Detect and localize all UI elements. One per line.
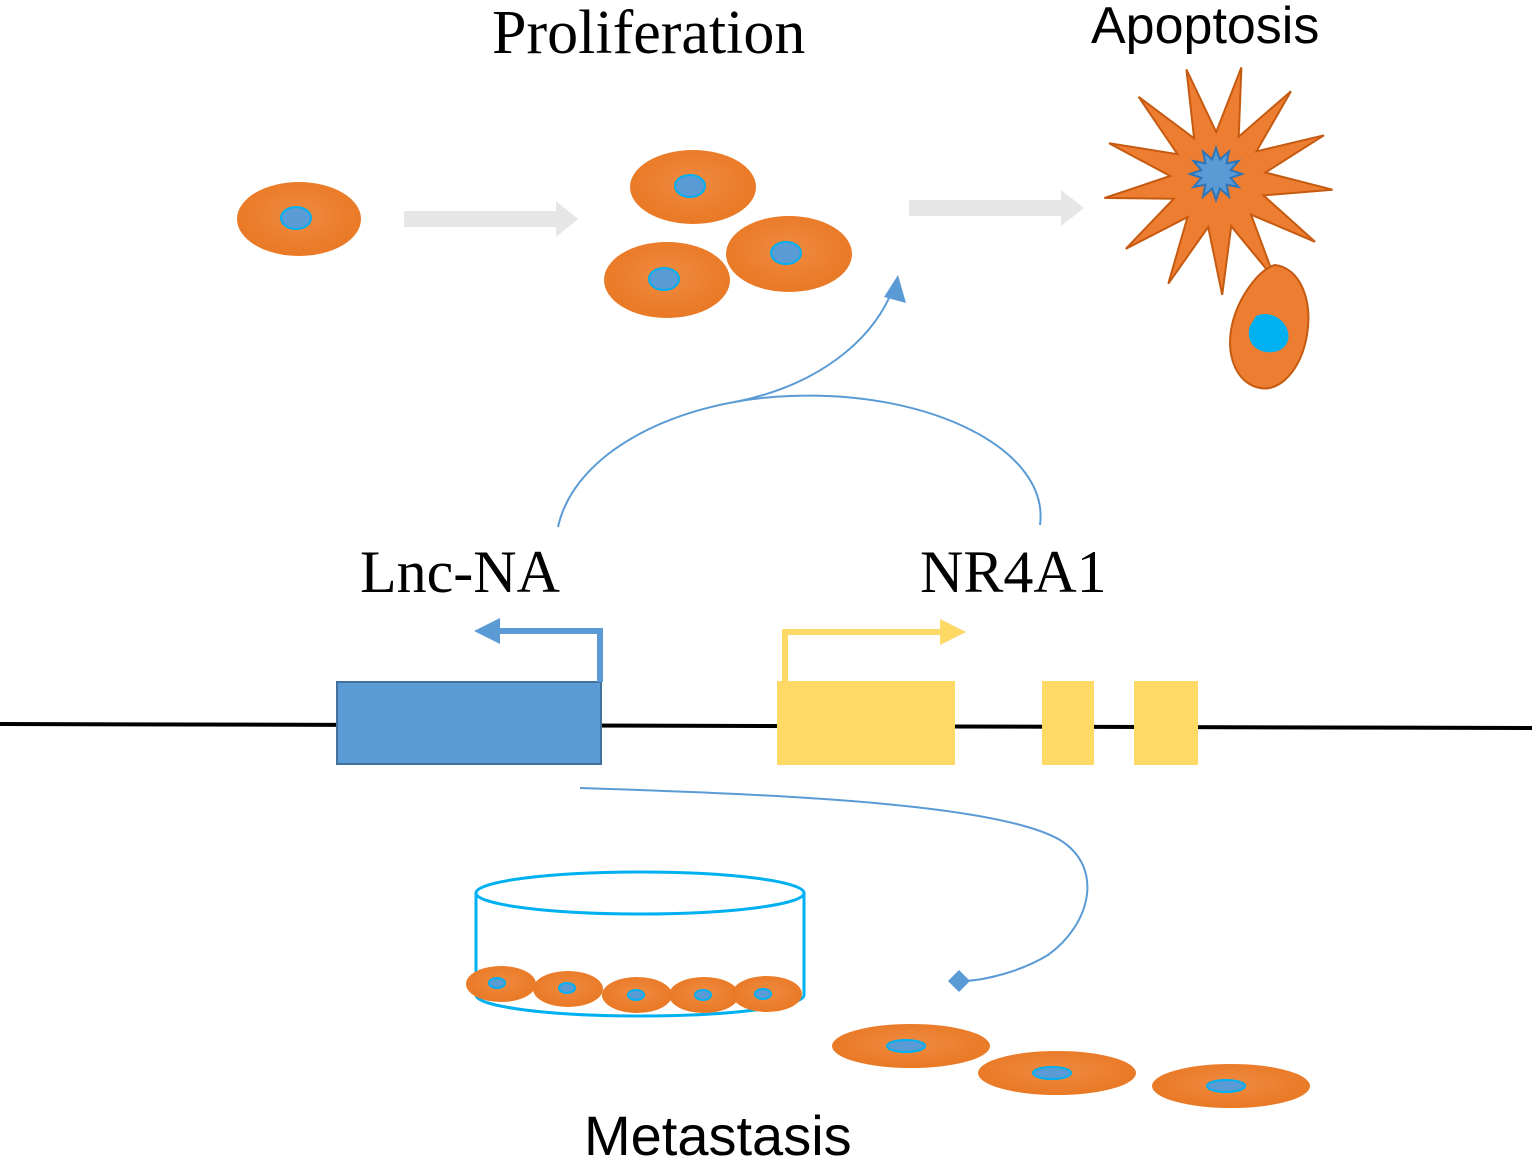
apoptotic-cell-teardrop (1229, 263, 1310, 390)
proliferation-label: Proliferation (492, 0, 806, 67)
flow-arrow-2 (909, 190, 1084, 226)
regulation-arc-metastasis (579, 787, 1089, 992)
lnc-na-gene (336, 681, 602, 765)
migrating-cells (832, 1024, 1310, 1108)
nr4a1-label: NR4A1 (920, 539, 1107, 605)
single-cell (237, 182, 361, 256)
dish-cells (466, 966, 802, 1013)
lnc-na-tss-arrow (474, 618, 603, 682)
dna-strand (0, 722, 1532, 730)
nr4a1-tss-arrow (782, 619, 966, 681)
apoptosis-label: Apoptosis (1091, 0, 1320, 55)
regulation-arc-proliferation (557, 275, 1042, 528)
lnc-na-label: Lnc-NA (360, 539, 560, 605)
nr4a1-gene (777, 681, 1198, 765)
proliferated-cells (604, 150, 852, 318)
flow-arrow-1 (404, 201, 578, 237)
metastasis-label: Metastasis (584, 1104, 852, 1167)
apoptotic-cell-burst (1104, 67, 1333, 296)
